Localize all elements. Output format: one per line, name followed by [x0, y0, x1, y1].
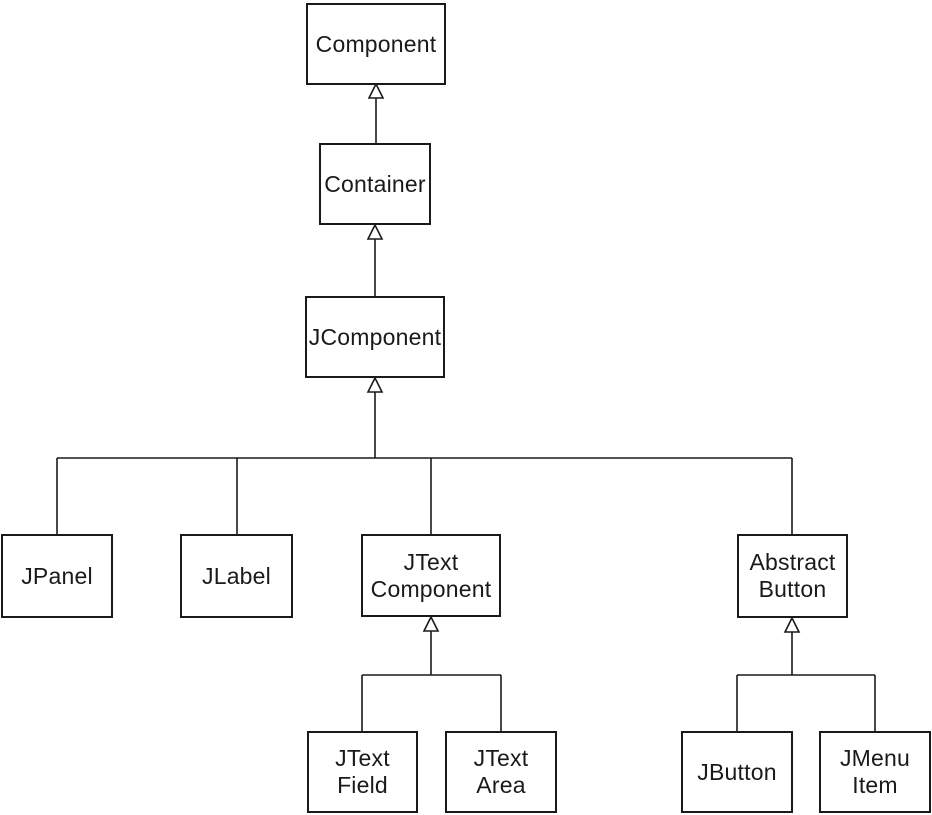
- inheritance-arrow-icon: [366, 223, 384, 240]
- inheritance-arrow-icon: [367, 82, 385, 99]
- class-label: JText: [335, 745, 390, 771]
- class-label: JText: [403, 548, 459, 575]
- inheritance-arrow-icon: [422, 615, 440, 632]
- class-box-jbutton: JButton: [681, 731, 793, 813]
- edge-jcomponent-container: [366, 223, 384, 296]
- class-box-jcomponent: JComponent: [305, 296, 445, 378]
- inheritance-arrow-icon: [783, 616, 801, 633]
- class-box-container: Container: [319, 143, 431, 225]
- class-box-jtext-area: JText Area: [445, 731, 557, 813]
- class-box-component: Component: [306, 3, 446, 85]
- class-label: JText: [473, 745, 529, 771]
- class-label-line2: Button: [758, 576, 827, 602]
- class-label: JPanel: [21, 562, 93, 589]
- class-box-jpanel: JPanel: [1, 534, 113, 618]
- class-label: JButton: [697, 758, 777, 785]
- class-label: Container: [324, 170, 426, 197]
- edge-children-abstract-button: [736, 616, 876, 731]
- class-label: JLabel: [202, 562, 271, 589]
- class-label-line2: Field: [337, 772, 388, 798]
- class-label: JMenu: [839, 745, 911, 771]
- edge-children-jcomponent: [56, 376, 793, 534]
- class-label: JComponent: [308, 323, 442, 350]
- edge-container-component: [367, 82, 385, 143]
- class-label-line2: Area: [476, 772, 526, 798]
- class-box-abstract-button: Abstract Button: [737, 534, 848, 618]
- edge-children-jtext-component: [361, 615, 502, 731]
- class-label-line2: Item: [852, 772, 898, 798]
- inheritance-arrow-icon: [366, 376, 384, 393]
- class-label: Abstract: [749, 549, 836, 575]
- class-box-jtext-component: JText Component: [361, 534, 501, 617]
- class-box-jmenu-item: JMenu Item: [819, 731, 931, 813]
- class-box-jtext-field: JText Field: [307, 731, 418, 813]
- class-box-jlabel: JLabel: [180, 534, 293, 618]
- class-label: Component: [315, 30, 437, 57]
- class-label-line2: Component: [370, 575, 492, 602]
